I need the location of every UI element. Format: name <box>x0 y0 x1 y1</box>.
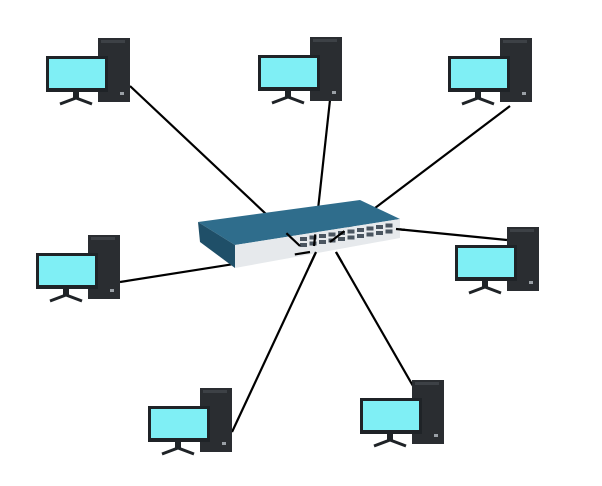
drive-bay <box>503 40 527 43</box>
network-switch-icon <box>198 200 405 268</box>
drive-bay <box>415 382 439 385</box>
switch-port <box>319 240 326 244</box>
cable-pc-bottom-left <box>231 251 317 433</box>
computers <box>36 37 539 456</box>
screen <box>151 409 207 438</box>
switch-port <box>385 223 393 228</box>
monitor-neck <box>482 281 488 288</box>
monitor-stand <box>49 293 83 303</box>
monitor-stand <box>373 438 407 448</box>
monitor-neck <box>73 92 79 99</box>
cables <box>119 85 511 433</box>
monitor-neck <box>175 442 181 449</box>
drive-bay <box>101 40 125 43</box>
cable-plug <box>312 234 317 247</box>
switch-port <box>366 226 374 231</box>
power-button <box>110 289 114 292</box>
monitor-stand <box>468 285 502 295</box>
pc-top-right <box>448 38 532 106</box>
screen <box>261 58 317 87</box>
cable-plug <box>335 251 344 264</box>
power-button <box>529 281 533 284</box>
pc-middle-right <box>455 227 539 295</box>
switch-side <box>198 222 235 268</box>
cable-pc-bottom-right <box>335 251 414 387</box>
monitor-neck <box>387 434 393 441</box>
switch-port <box>347 229 355 234</box>
power-button <box>222 442 226 445</box>
power-button <box>434 434 438 437</box>
drive-bay <box>203 390 227 393</box>
power-button <box>332 91 336 94</box>
monitor-stand <box>271 95 305 105</box>
switch-port <box>309 235 317 240</box>
monitor-stand <box>59 96 93 106</box>
screen <box>49 59 105 88</box>
switch-port <box>385 229 393 234</box>
switch-port <box>376 225 383 229</box>
switch-port <box>357 228 364 232</box>
cable-pc-middle-right <box>395 227 508 242</box>
pc-top-left <box>46 38 130 106</box>
pc-bottom-right <box>360 380 444 448</box>
pc-bottom-left <box>148 388 232 456</box>
switch-port <box>319 234 326 238</box>
switch-port <box>366 232 374 237</box>
switch-port <box>357 234 364 238</box>
drive-bay <box>313 39 337 42</box>
screen <box>363 401 419 430</box>
power-button <box>522 92 526 95</box>
switch-port <box>300 237 307 241</box>
screen <box>458 248 514 277</box>
cable-plug <box>294 250 311 256</box>
monitor-stand <box>461 96 495 106</box>
switch-port <box>338 237 345 241</box>
pc-middle-left <box>36 235 120 303</box>
cable-plug <box>308 251 317 267</box>
screen <box>39 256 95 285</box>
switch-port <box>347 235 355 240</box>
cable-plug <box>285 232 301 247</box>
drive-bay <box>510 229 534 232</box>
drive-bay <box>91 237 115 240</box>
monitor-neck <box>475 92 481 99</box>
monitor-stand <box>161 446 195 456</box>
cable-plug <box>395 227 405 231</box>
switch-port <box>328 232 336 237</box>
cable-plug <box>329 230 346 243</box>
switch-top <box>198 200 400 245</box>
power-button <box>120 92 124 95</box>
switch-port <box>376 231 383 235</box>
monitor-neck <box>63 289 69 296</box>
monitor-neck <box>285 91 291 98</box>
screen <box>451 59 507 88</box>
switch-port <box>309 241 317 246</box>
pc-top-center <box>258 37 342 105</box>
switch-port <box>300 243 307 247</box>
